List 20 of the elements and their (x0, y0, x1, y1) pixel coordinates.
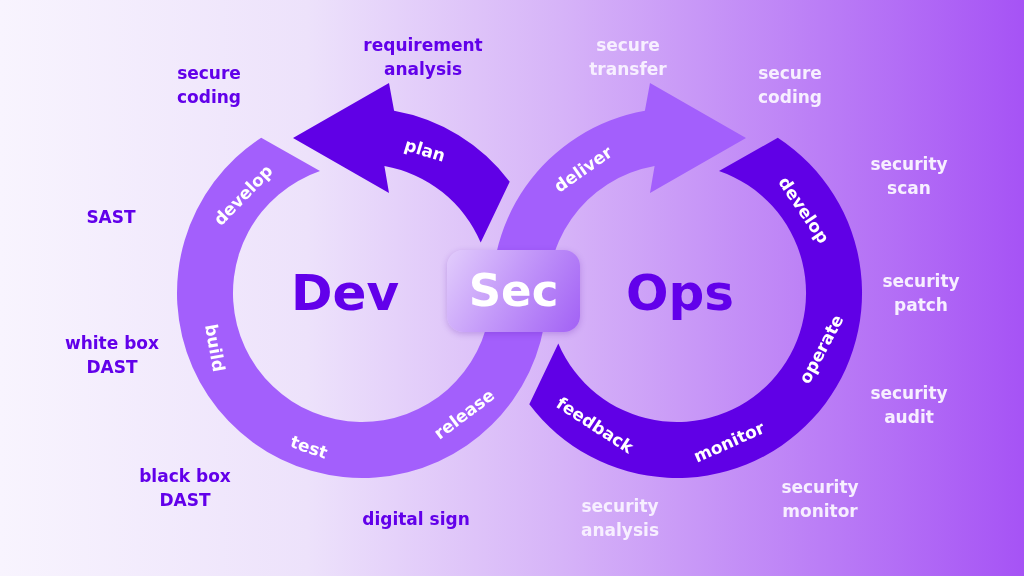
annotation-text: white box DAST (64, 332, 160, 379)
annotation-text: requirement analysis (362, 34, 484, 81)
stage-label: plan (402, 134, 448, 166)
annotation-text: security analysis (580, 495, 660, 542)
annotation-text: secure coding (176, 62, 242, 109)
annotation-text: secure transfer (588, 34, 668, 81)
annotation-text: SAST (85, 206, 137, 229)
annotation-text: security patch (881, 270, 961, 317)
stage-label: test (287, 431, 331, 463)
loop-title: Ops (625, 264, 735, 322)
annotation-text: security monitor (780, 476, 860, 523)
box-label: Sec (468, 264, 559, 318)
loop-title: Dev (291, 264, 399, 322)
annotation-text: security scan (869, 153, 949, 200)
annotation-text: security audit (869, 382, 949, 429)
annotation-text: secure coding (757, 62, 823, 109)
annotation-text: black box DAST (138, 465, 232, 512)
annotation-text: digital sign (361, 508, 471, 531)
rounded-box (447, 250, 580, 332)
stage-label: build (200, 322, 230, 374)
